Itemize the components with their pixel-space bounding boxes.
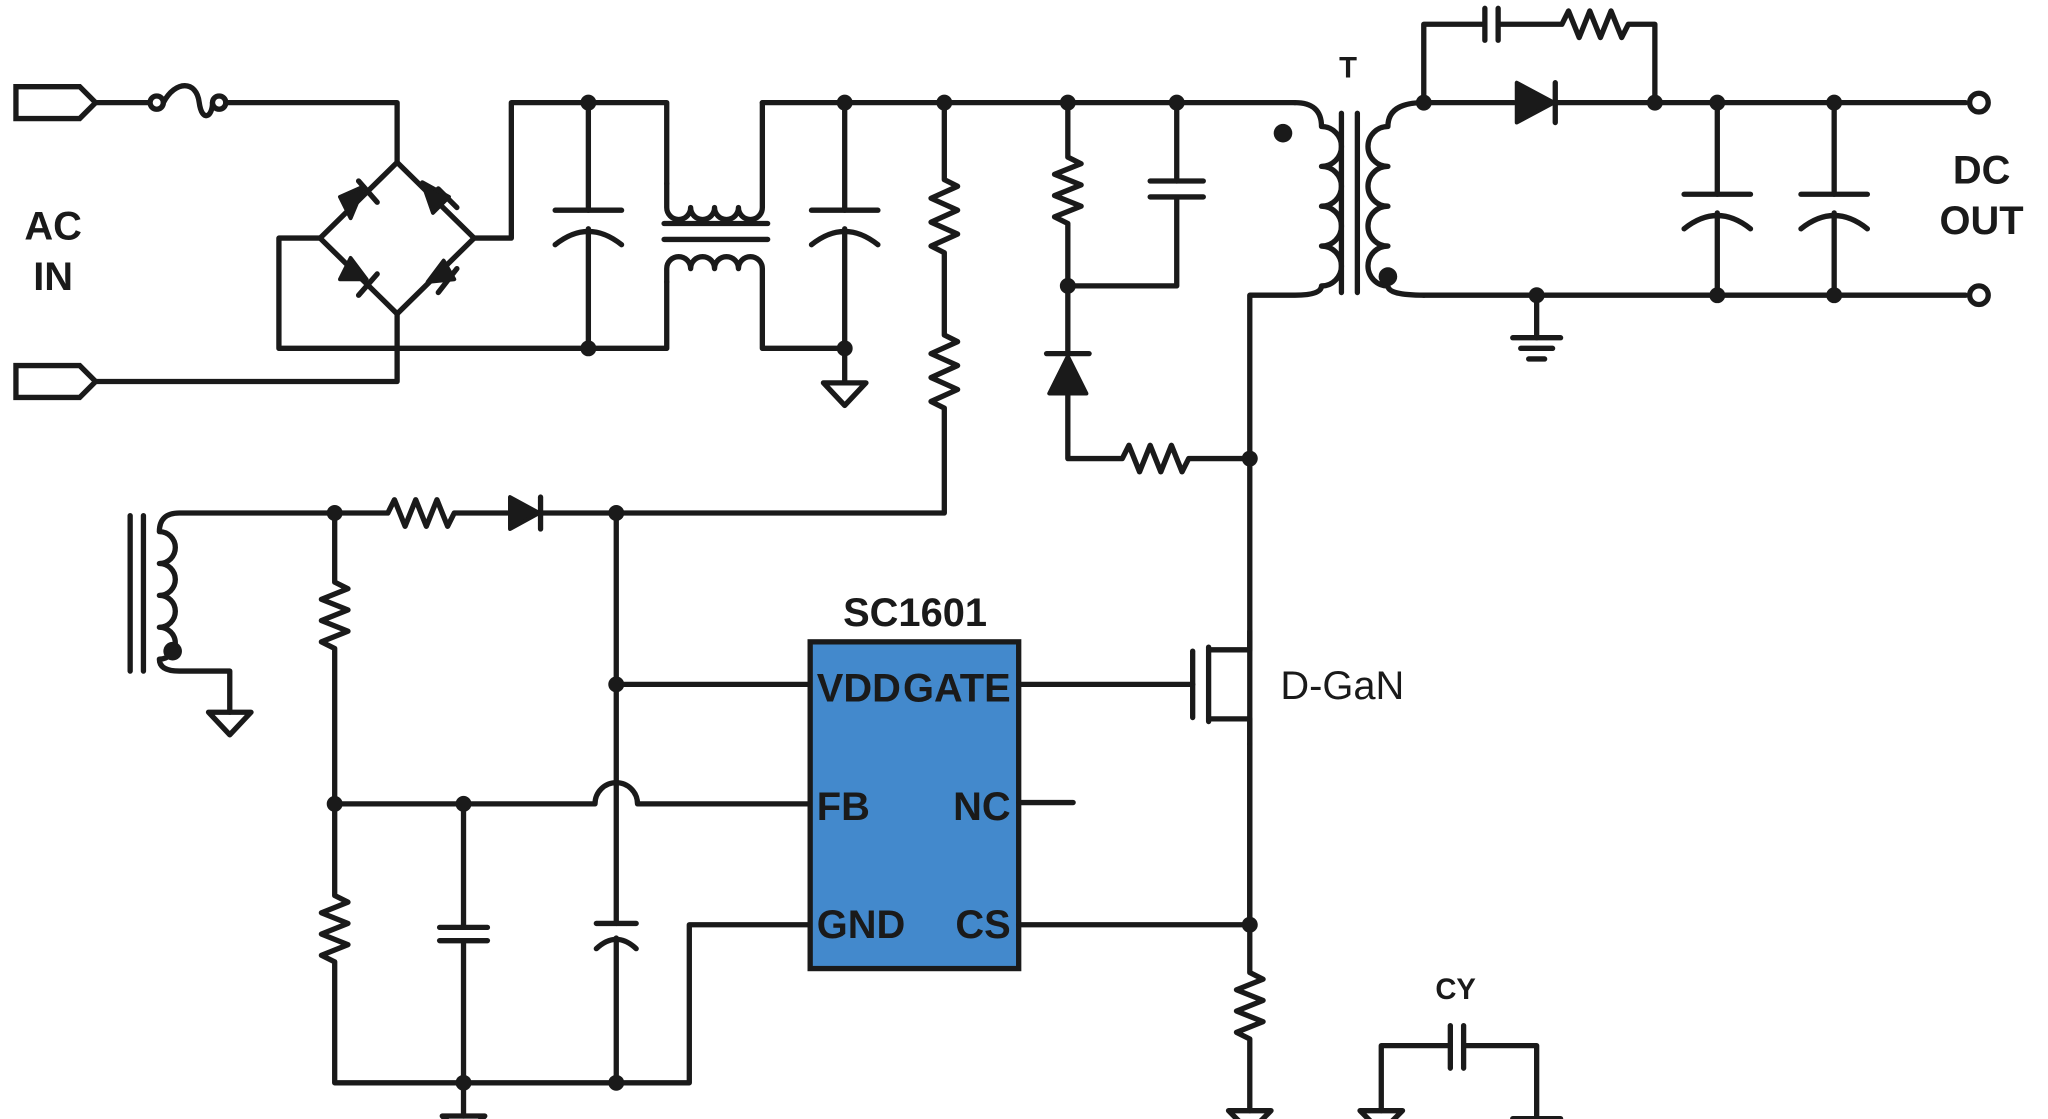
- transformer-label: T: [1339, 52, 1357, 84]
- output-ground: [1510, 292, 1564, 362]
- startup-resistors: [613, 99, 961, 516]
- ic-pin-cs: CS: [955, 903, 1010, 947]
- d-gan-transistor: [1016, 628, 1253, 747]
- ic-pin-nc: NC: [953, 785, 1011, 829]
- dc-out-terminal-negative: [1966, 283, 1991, 308]
- bulk-capacitor-2: [808, 99, 881, 409]
- auxiliary-winding: [127, 510, 338, 738]
- current-sense: [1016, 741, 1274, 1119]
- ic-pin-fb: FB: [817, 785, 870, 829]
- ic-sc1601: VDD FB GND GATE NC CS: [807, 639, 1022, 972]
- ic-pin-vdd: VDD: [817, 667, 901, 711]
- junction-dots: [326, 94, 1843, 1091]
- output-capacitor-2: [1798, 99, 1871, 298]
- fuse: [92, 83, 400, 166]
- ic-pin-gnd: GND: [817, 903, 906, 947]
- dc-out-label-line1: DC: [1953, 149, 2011, 193]
- ac-input-connector-top: [13, 84, 100, 122]
- feedback-divider: [318, 510, 813, 1119]
- output-rectifier: [1421, 80, 1969, 126]
- bridge-negative-wire: [276, 235, 670, 351]
- transformer-t: [1247, 99, 1427, 928]
- dc-out-label-line2: OUT: [1940, 199, 2024, 243]
- output-capacitor-1: [1681, 99, 1754, 298]
- ic-body: [807, 639, 1022, 972]
- ac-neutral-wire: [92, 311, 400, 385]
- bridge-rectifier: [317, 159, 477, 317]
- bridge-positive-wire: [471, 99, 670, 241]
- ic-pin-gate: GATE: [903, 667, 1011, 711]
- ac-in-label-line1: AC: [24, 204, 82, 248]
- y-capacitor: [1357, 1023, 1564, 1119]
- output-snubber: [1421, 5, 1658, 106]
- ic-name-label: SC1601: [843, 591, 987, 635]
- common-mode-choke: [661, 99, 848, 351]
- bulk-capacitor-1: [552, 99, 625, 351]
- ac-in-label-line2: IN: [33, 255, 73, 299]
- ac-input-connector-bottom: [13, 362, 100, 401]
- rcd-snubber: [1043, 99, 1253, 475]
- d-gan-label: D-GaN: [1280, 664, 1404, 708]
- dc-out-terminal-positive: [1966, 90, 1991, 115]
- vdd-supply-path: [332, 494, 813, 1086]
- y-capacitor-label: CY: [1435, 974, 1476, 1006]
